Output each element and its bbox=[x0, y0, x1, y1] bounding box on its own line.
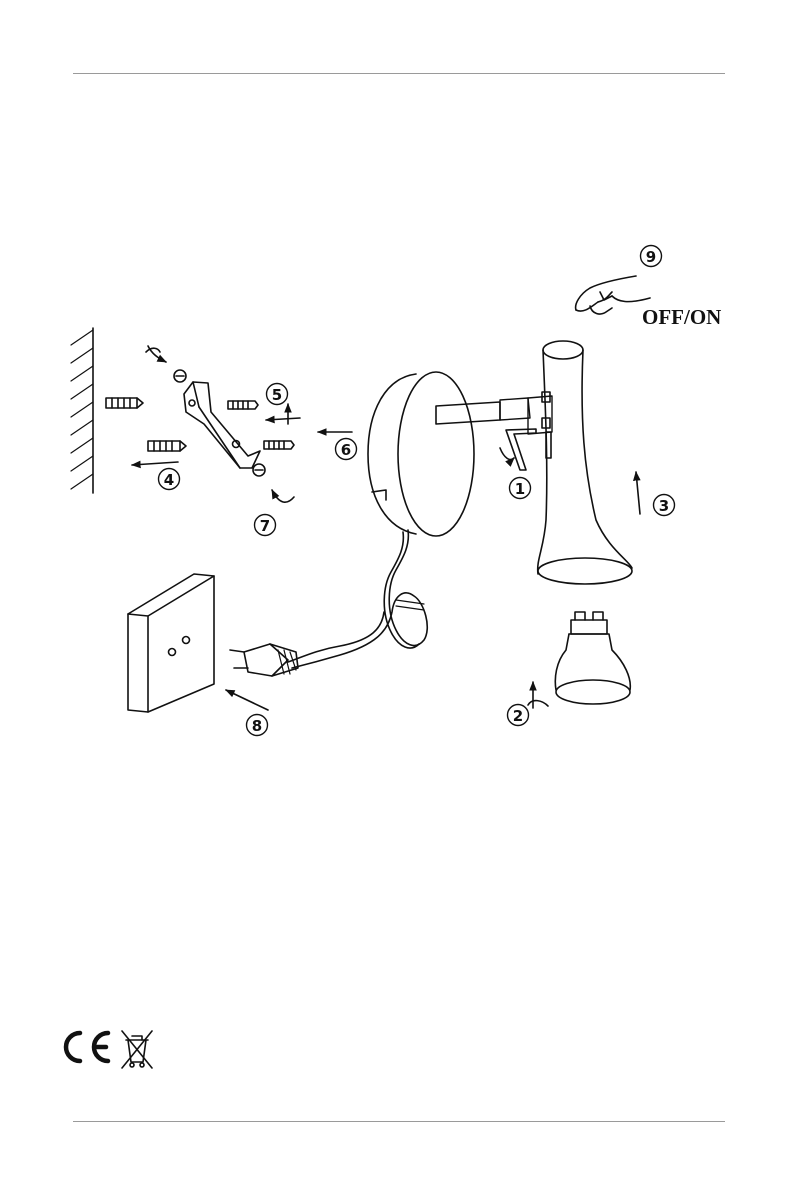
wall-socket-icon bbox=[128, 574, 214, 712]
step-marker-8: 8 bbox=[247, 715, 268, 736]
screw-icon bbox=[264, 441, 294, 449]
step-marker-2: 2 bbox=[508, 705, 529, 726]
screw-icon bbox=[253, 464, 265, 476]
svg-text:3: 3 bbox=[659, 497, 669, 515]
step-marker-6: 6 bbox=[336, 439, 357, 460]
step-marker-3: 3 bbox=[654, 495, 675, 516]
arrow-step-5 bbox=[266, 418, 300, 420]
svg-text:1: 1 bbox=[515, 480, 525, 498]
step-marker-9: 9 bbox=[641, 246, 662, 267]
arrow-step-8 bbox=[226, 690, 268, 710]
bracket-icon bbox=[184, 382, 260, 468]
svg-text:6: 6 bbox=[341, 441, 351, 459]
dowel-icon bbox=[148, 441, 186, 451]
rotation-arrow bbox=[272, 490, 294, 502]
step-marker-7: 7 bbox=[255, 515, 276, 536]
allen-key-icon bbox=[506, 429, 536, 470]
rotation-arrow bbox=[500, 448, 514, 460]
ce-mark-icon bbox=[66, 1033, 108, 1061]
arrow-step-3 bbox=[636, 472, 640, 514]
step-marker-1: 1 bbox=[510, 478, 531, 499]
svg-text:8: 8 bbox=[252, 717, 262, 735]
dowel-icon bbox=[106, 398, 143, 408]
screw-icon bbox=[228, 401, 258, 409]
svg-text:5: 5 bbox=[272, 386, 282, 404]
wall bbox=[71, 328, 93, 493]
step-marker-5: 5 bbox=[267, 384, 288, 405]
step-marker-4: 4 bbox=[159, 469, 180, 490]
svg-text:2: 2 bbox=[513, 707, 523, 725]
svg-text:7: 7 bbox=[260, 517, 270, 535]
rotation-arrow bbox=[528, 701, 548, 706]
lamp-icon bbox=[528, 341, 632, 584]
rotation-arrow bbox=[146, 348, 160, 352]
screw-icon bbox=[174, 370, 186, 382]
svg-text:9: 9 bbox=[646, 248, 656, 266]
arrow-step-4 bbox=[132, 462, 178, 465]
weee-bin-icon bbox=[122, 1031, 152, 1068]
plug-icon bbox=[230, 644, 298, 676]
svg-text:4: 4 bbox=[164, 471, 174, 489]
power-cable bbox=[288, 530, 427, 668]
bulb-icon bbox=[555, 612, 630, 704]
switch-label: OFF/ON bbox=[642, 305, 721, 329]
wall-plate bbox=[368, 372, 530, 536]
hand-icon bbox=[576, 276, 650, 314]
